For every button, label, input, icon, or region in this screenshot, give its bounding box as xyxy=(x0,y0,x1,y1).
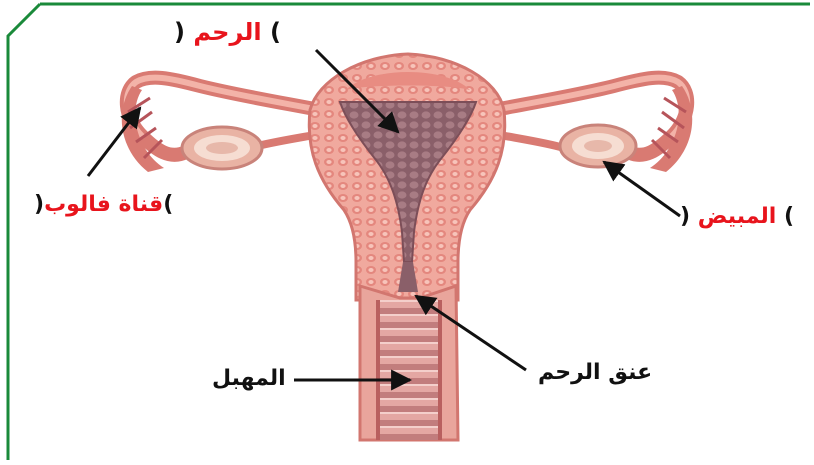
uterus-answer: الرحم xyxy=(193,18,261,46)
ovary-arrow xyxy=(604,162,680,216)
ovary-answer: المبيض xyxy=(698,204,777,229)
vagina-label: المهبل xyxy=(212,368,286,390)
uterus-label: ) الرحم ( xyxy=(174,20,281,44)
uterus xyxy=(309,54,505,300)
right-ovary xyxy=(560,125,636,167)
ovary-label: ) المبيض ( xyxy=(680,206,794,228)
left-ovary xyxy=(182,127,262,169)
fallopian-tube-label: )قناة فالوب( xyxy=(34,194,173,216)
vagina xyxy=(360,286,458,440)
fallopian-tube-answer: قناة فالوب xyxy=(44,192,163,217)
cervix-label: عنق الرحم xyxy=(538,362,652,384)
